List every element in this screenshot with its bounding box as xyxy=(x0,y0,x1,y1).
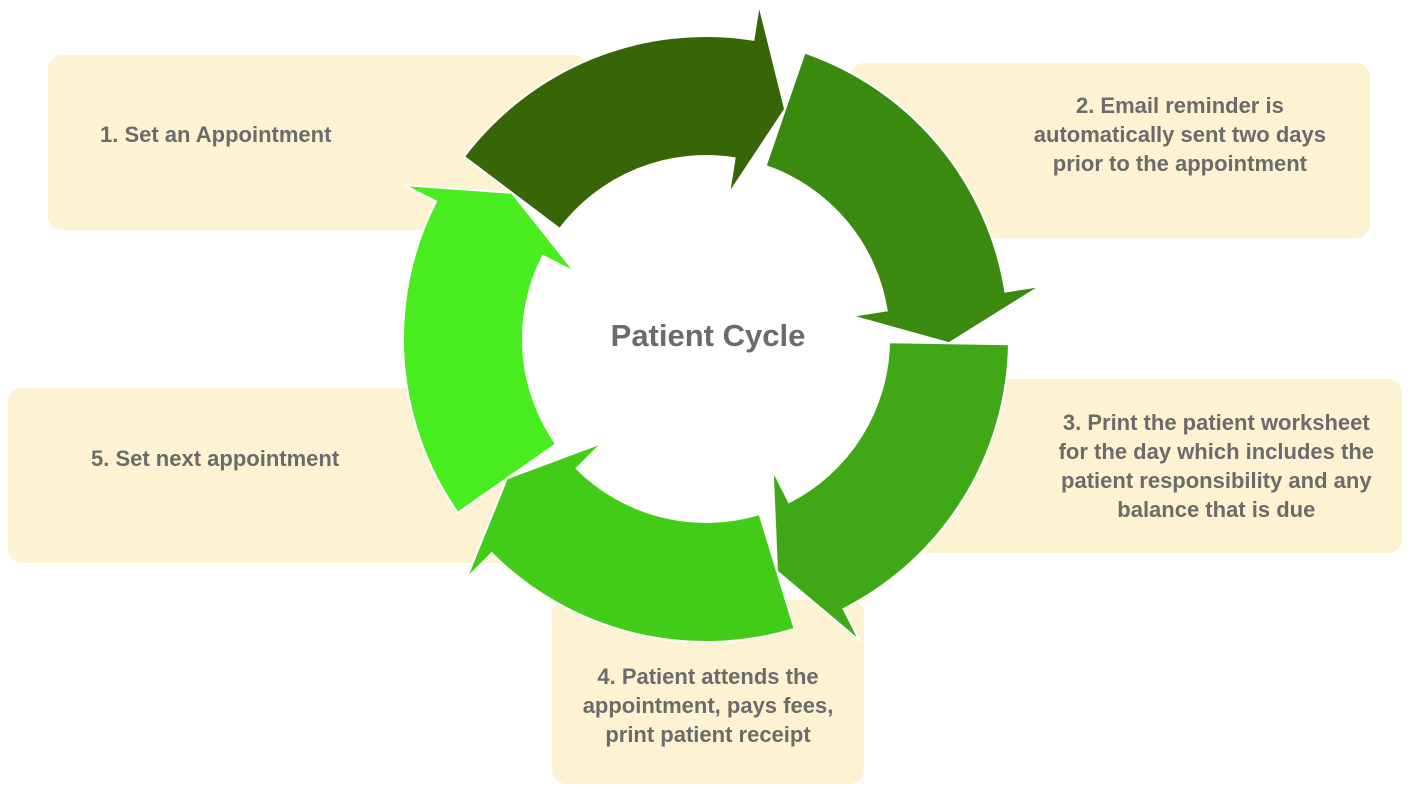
step-4-label: 4. Patient attends the appointment, pays… xyxy=(582,663,834,747)
cycle-arrow-step-5 xyxy=(401,184,576,515)
step-1-label: 1. Set an Appointment xyxy=(100,122,332,147)
center-title: Patient Cycle xyxy=(610,318,806,353)
step-4-box: 4. Patient attends the appointment, pays… xyxy=(552,600,864,784)
step-3-box: 3. Print the patient worksheet for the d… xyxy=(900,379,1402,553)
cycle-arrow-step-2 xyxy=(764,51,1042,345)
cycle-arrow-step-3 xyxy=(771,341,1011,642)
step-5-label: 5. Set next appointment xyxy=(91,446,340,471)
step-3-label: 3. Print the patient worksheet for the d… xyxy=(1058,410,1374,522)
step-2-label: 2. Email reminder is automatically sent … xyxy=(1033,93,1326,176)
cycle-arrow-step-1 xyxy=(462,3,787,231)
cycle-arrow-step-4 xyxy=(465,441,796,644)
